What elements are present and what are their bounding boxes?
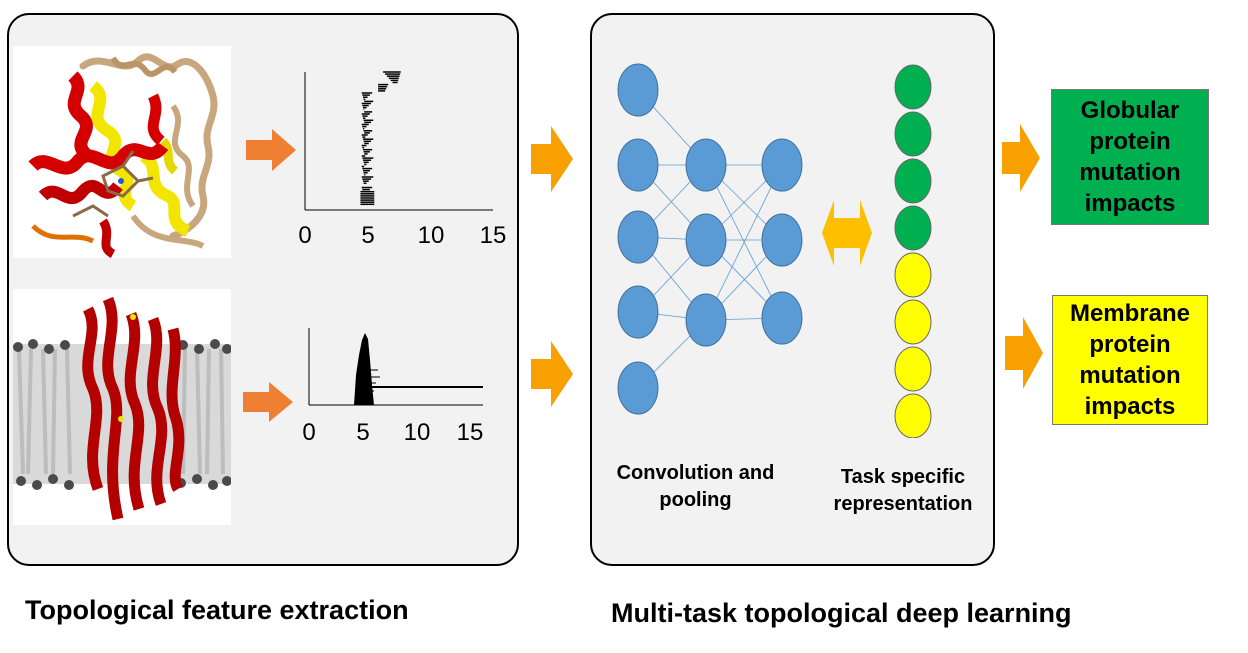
arrow-right-icon (531, 341, 573, 407)
tick-label: 15 (457, 419, 484, 446)
tick-label: 5 (361, 222, 374, 249)
arrow-right-icon (1002, 124, 1040, 192)
task-node (894, 64, 932, 110)
arrow-right-icon (246, 129, 296, 171)
feature-extraction-caption: Topological feature extraction (25, 595, 409, 625)
network-node (617, 361, 659, 415)
network-node (685, 138, 727, 192)
network-node (617, 285, 659, 339)
membrane-protein-structure-image (13, 289, 231, 525)
membrane-output-box: Membrane protein mutation impacts (1052, 295, 1208, 425)
membrane-output-label: Membrane protein mutation impacts (1069, 300, 1191, 420)
barcode-plot-top: 0 5 10 15 (298, 71, 507, 249)
convolution-pooling-label: Convolution and pooling (616, 462, 775, 511)
task-node (894, 299, 932, 345)
neural-network-diagram (617, 63, 803, 415)
network-node (761, 138, 803, 192)
arrow-right-icon (1005, 317, 1043, 389)
network-node (761, 213, 803, 267)
task-node (894, 252, 932, 298)
tick-label: 5 (356, 419, 369, 446)
tick-label: 0 (298, 222, 311, 249)
task-node (894, 205, 932, 251)
task-node (894, 346, 932, 392)
arrow-right-icon (531, 126, 573, 192)
tick-label: 0 (302, 419, 315, 446)
globular-protein-structure-image (13, 46, 231, 258)
arrow-right-icon (243, 382, 293, 422)
task-specific-representation-column (894, 64, 932, 438)
task-node (894, 393, 932, 438)
task-specific-label: Task specific representation (833, 466, 973, 515)
deep-learning-caption: Multi-task topological deep learning (611, 598, 1072, 628)
globular-output-label: Globular protein mutation impacts (1079, 97, 1181, 217)
network-node (617, 63, 659, 117)
network-node (617, 210, 659, 264)
globular-output-box: Globular protein mutation impacts (1051, 89, 1209, 225)
deep-learning-panel (590, 13, 995, 566)
task-node (894, 111, 932, 157)
bidirectional-arrow-icon (822, 200, 872, 266)
network-edge (705, 164, 783, 319)
task-node (894, 158, 932, 204)
network-node (761, 291, 803, 345)
tick-label: 10 (404, 419, 431, 446)
tick-label: 15 (480, 222, 507, 249)
barcode-plot-bottom: 0 5 10 15 (302, 328, 484, 446)
network-node (685, 293, 727, 347)
network-node (685, 213, 727, 267)
network-node (617, 138, 659, 192)
network-edge (705, 164, 783, 321)
tick-label: 10 (418, 222, 445, 249)
